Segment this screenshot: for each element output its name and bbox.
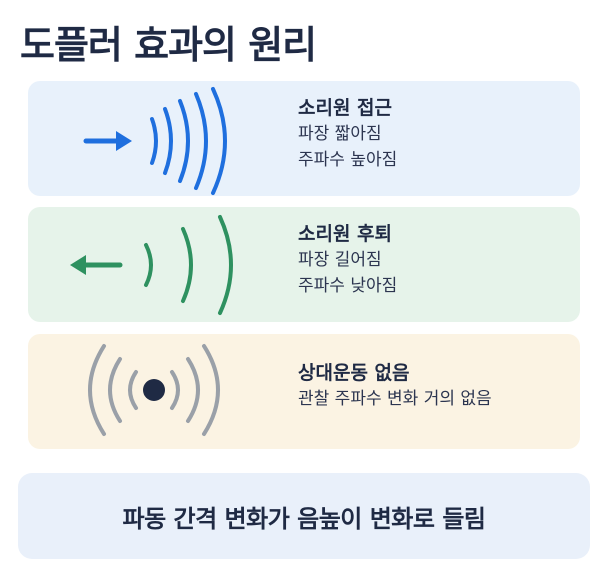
approach-wave-icon <box>83 87 227 195</box>
summary-banner: 파동 간격 변화가 음높이 변화로 들림 <box>18 473 590 559</box>
card-heading: 소리원 후퇴 <box>298 223 393 245</box>
card-line: 관찰 주파수 변화 거의 없음 <box>298 389 492 409</box>
page-title: 도플러 효과의 원리 <box>20 23 317 67</box>
summary-text: 파동 간격 변화가 음높이 변화로 들림 <box>122 504 486 533</box>
card-no-relative-motion: 상대운동 없음 관찰 주파수 변화 거의 없음 <box>28 334 580 449</box>
card-heading: 상대운동 없음 <box>298 362 410 384</box>
card-line: 주파수 낮아짐 <box>298 276 398 296</box>
card-line: 파장 짧아짐 <box>298 124 382 144</box>
card-line: 주파수 높아짐 <box>298 150 398 170</box>
recede-wave-icon <box>70 215 233 315</box>
card-source-recede: 소리원 후퇴 파장 길어짐 주파수 낮아짐 <box>28 207 580 322</box>
stationary-wave-icon <box>88 344 220 436</box>
source-dot-icon <box>143 379 165 401</box>
right-arrow-icon <box>83 131 132 151</box>
card-heading: 소리원 접근 <box>298 97 393 119</box>
left-arrow-icon <box>70 255 123 275</box>
card-line: 파장 길어짐 <box>298 250 382 270</box>
card-source-approach: 소리원 접근 파장 짧아짐 주파수 높아짐 <box>28 81 580 196</box>
